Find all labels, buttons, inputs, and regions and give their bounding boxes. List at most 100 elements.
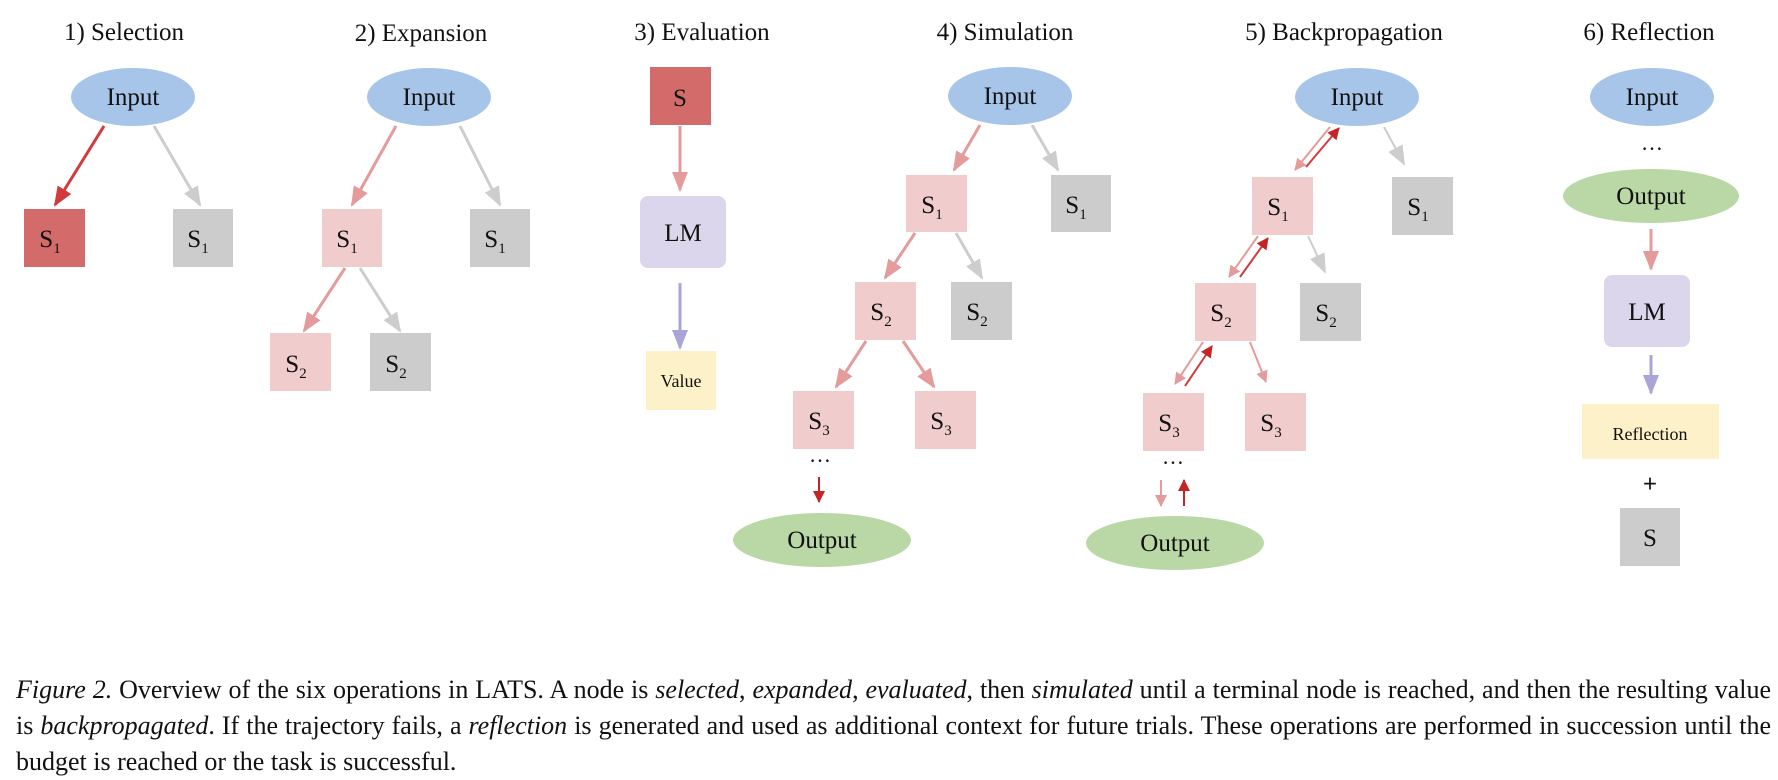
panel-selection: 1) Selection Input S1 S1 <box>24 19 233 267</box>
output-node <box>1563 169 1739 223</box>
caption-emphasis: backpropagated <box>40 711 209 740</box>
panel-simulation: 4) Simulation Input S1 S1 S2 S2 S3 S3 … … <box>733 19 1111 567</box>
ellipsis: … <box>1162 444 1184 469</box>
state-node <box>650 67 711 125</box>
state-node-label: S1 <box>484 226 505 257</box>
edge-arrow <box>458 125 502 207</box>
edge-arrow <box>952 124 982 172</box>
output-node <box>733 513 911 567</box>
expanded-state-node <box>906 175 967 232</box>
value-node <box>646 351 716 410</box>
caption-emphasis: selected <box>655 675 740 704</box>
panel-title-selection: 1) Selection <box>64 19 185 46</box>
lm-node <box>1604 275 1690 347</box>
edge-arrow <box>302 267 347 333</box>
input-node-label: Input <box>1331 84 1384 111</box>
backprop-arrow <box>1184 345 1213 387</box>
state-node-label: S2 <box>1315 300 1336 331</box>
edge-arrow <box>1249 341 1268 383</box>
edge-arrow <box>901 340 936 389</box>
panel-title-simulation: 4) Simulation <box>937 19 1074 46</box>
state-node-label: S2 <box>966 299 987 330</box>
state-node-label: S1 <box>921 192 942 223</box>
edge-arrow <box>1174 341 1204 385</box>
edge-arrow <box>358 267 402 333</box>
state-node <box>1620 508 1680 566</box>
state-node-label: S3 <box>1158 410 1179 441</box>
input-node-label: Input <box>1626 84 1679 111</box>
expanded-unexplored-state-node <box>370 333 431 391</box>
input-node-label: Input <box>107 84 160 111</box>
state-node-label: S1 <box>187 226 208 257</box>
reflection-node <box>1582 404 1719 459</box>
ellipsis: … <box>1641 130 1663 155</box>
state-node-label: S2 <box>285 351 306 382</box>
unexplored-state-node <box>1392 177 1453 235</box>
panel-title-reflection: 6) Reflection <box>1583 19 1715 46</box>
lats-diagram: 1) Selection Input S1 S1 2) Expansion In… <box>24 19 1739 570</box>
edge-arrow <box>954 232 984 280</box>
value-node-label: Value <box>661 371 702 391</box>
panel-evaluation: 3) Evaluation S LM Value <box>634 19 770 410</box>
state-node-label: S <box>673 85 687 112</box>
input-node <box>948 67 1072 125</box>
unexplored-state-node <box>1300 283 1361 341</box>
output-node-label: Output <box>787 527 857 554</box>
caption-emphasis: reflection <box>468 711 568 740</box>
state-node-label: S1 <box>1267 194 1288 225</box>
caption-text: , <box>852 675 866 704</box>
state-node-label: S <box>1643 525 1657 552</box>
plus-sign: + <box>1643 471 1657 498</box>
unexplored-state-node <box>1051 175 1111 232</box>
state-node-label: S2 <box>1210 300 1231 331</box>
output-node-label: Output <box>1140 530 1210 557</box>
state-node-label: S2 <box>870 299 891 330</box>
figure-caption: Figure 2. Overview of the six operations… <box>16 672 1771 780</box>
edge-arrow <box>1383 126 1405 166</box>
backprop-arrow <box>1305 127 1340 168</box>
caption-text: Overview of the six operations in LATS. … <box>112 675 656 704</box>
edge-arrow <box>1307 235 1326 274</box>
input-node <box>367 68 491 126</box>
output-node <box>1086 516 1264 570</box>
caption-emphasis: evaluated <box>865 675 967 704</box>
edge-arrow <box>152 125 202 207</box>
reflection-node-label: Reflection <box>1613 424 1688 444</box>
edge-arrow <box>1030 124 1060 172</box>
input-node <box>1590 68 1714 126</box>
panel-backpropagation: 5) Backpropagation Input S1 S1 S2 S2 S3 … <box>1086 19 1453 570</box>
unexplored-state-node <box>951 282 1012 340</box>
selected-state-node <box>24 209 85 267</box>
state-node-label: S3 <box>808 408 829 439</box>
input-node-label: Input <box>403 84 456 111</box>
edge-arrow <box>1294 126 1331 171</box>
lm-node-label: LM <box>1628 299 1666 326</box>
backprop-arrow <box>1239 237 1269 278</box>
state-node-label: S1 <box>336 226 357 257</box>
caption-text: . If the trajectory fails, a <box>208 711 469 740</box>
expanded-state-node <box>1143 393 1204 451</box>
input-node-label: Input <box>984 83 1037 110</box>
panel-expansion: 2) Expansion Input S1 S1 S2 S2 <box>270 20 530 391</box>
expanded-state-node <box>855 282 916 340</box>
state-node-label: S1 <box>1407 194 1428 225</box>
lm-node-label: LM <box>664 220 702 247</box>
caption-text: , then <box>966 675 1032 704</box>
state-node-label: S3 <box>930 408 951 439</box>
ellipsis: … <box>809 442 831 467</box>
state-node-label: S2 <box>385 351 406 382</box>
edge-arrow <box>350 125 398 207</box>
expanded-state-node <box>322 209 382 267</box>
edge-arrow <box>883 232 917 280</box>
expanded-state-node <box>915 391 976 449</box>
state-node-label: S1 <box>39 226 60 257</box>
caption-text: , <box>739 675 753 704</box>
panel-reflection: 6) Reflection Input … Output LM Reflecti… <box>1563 19 1739 566</box>
expanded-state-node <box>1252 177 1313 235</box>
caption-emphasis: simulated <box>1031 675 1133 704</box>
edge-arrow <box>834 340 868 389</box>
panel-title-backpropagation: 5) Backpropagation <box>1245 19 1443 46</box>
edge-arrow <box>1228 235 1259 278</box>
lm-node <box>640 196 726 268</box>
state-node-label: S1 <box>1065 192 1086 223</box>
